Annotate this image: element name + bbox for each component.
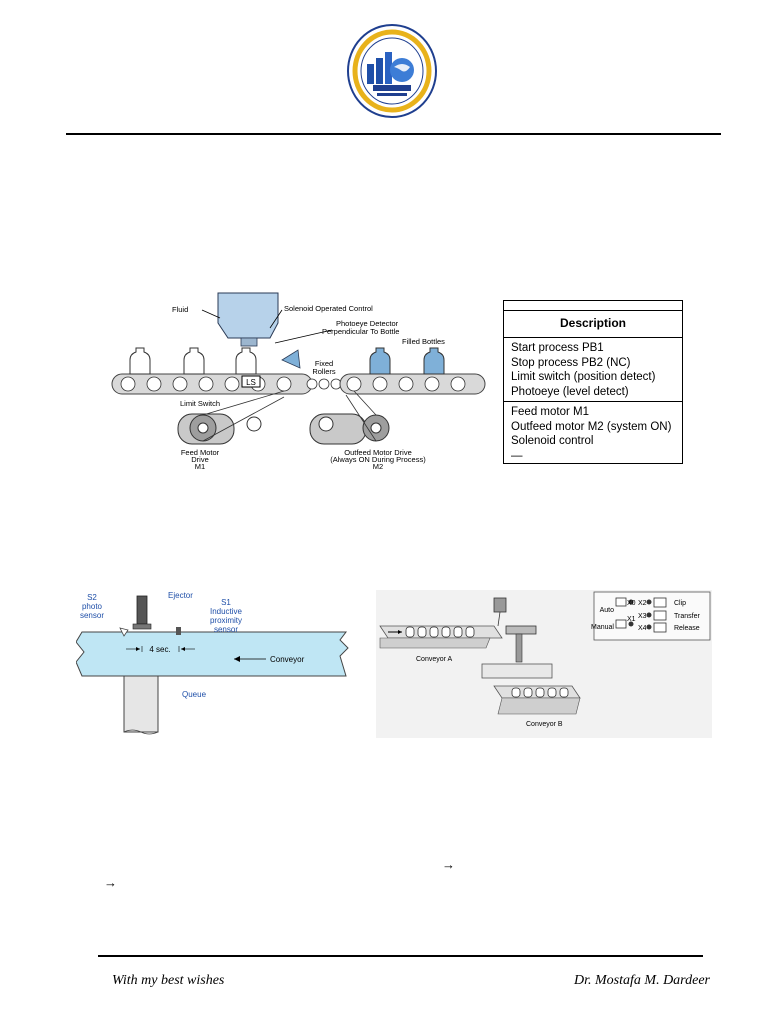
solenoid-label: Solenoid Operated Control — [284, 304, 373, 313]
bottle-filling-diagram: LS Fluid Sol — [100, 288, 490, 474]
filled-bottles-label: Filled Bottles — [402, 337, 445, 346]
release-label: Release — [674, 625, 700, 632]
delay-label: 4 sec. — [149, 645, 170, 654]
description-table: Description Start process PB1 Stop proce… — [503, 300, 683, 464]
conveyor-label: Conveyor — [270, 655, 305, 664]
x4-label: X4 — [638, 625, 647, 632]
table-row: Solenoid control — [511, 435, 594, 447]
outfeed-motor-label-3: M2 — [373, 462, 383, 471]
queue-label: Queue — [182, 690, 207, 699]
fixed-rollers-label-1: Fixed — [315, 359, 333, 368]
fixed-rollers-label-2: Rollers — [312, 367, 336, 376]
header-rule — [66, 133, 721, 135]
x1-label: X1 — [627, 616, 636, 623]
ejector-label: Ejector — [168, 591, 193, 600]
x2-label: X2 — [638, 600, 647, 607]
table-row: Feed motor M1 — [511, 406, 589, 418]
arrow-right-icon: → — [442, 857, 455, 872]
outputs-group: Feed motor M1 Outfeed motor M2 (system O… — [504, 402, 682, 465]
conveyor-transfer-diagram: Conveyor A Conveyor B Auto Manual X0 X1 … — [376, 590, 712, 738]
s1-label-1: S1 — [221, 598, 231, 607]
x0-label: X0 — [627, 600, 636, 607]
arrow-right-icon: → — [104, 875, 117, 890]
table-row: Outfeed motor M2 (system ON) — [511, 420, 672, 433]
outfeed-motor-label-1: Outfeed Motor Drive — [344, 448, 412, 457]
s1-label-2: Inductive — [210, 607, 243, 616]
fluid-label: Fluid — [172, 305, 188, 314]
table-row: Stop process PB2 (NC) — [511, 356, 631, 369]
manual-label: Manual — [591, 624, 614, 631]
footer-author: Dr. Mostafa M. Dardeer — [574, 973, 710, 988]
header-logo — [347, 24, 437, 118]
feed-motor-label-2: Drive — [191, 455, 209, 464]
limit-switch-label: Limit Switch — [180, 399, 220, 408]
feed-motor-label-1: Feed Motor — [181, 448, 220, 457]
table-row: Limit switch (position detect) — [511, 371, 656, 383]
outfeed-motor-label-2: (Always ON During Process) — [330, 455, 426, 464]
inputs-group: Start process PB1 Stop process PB2 (NC) … — [504, 338, 682, 402]
footer-rule — [98, 955, 703, 957]
table-row: — — [511, 449, 523, 462]
clip-label: Clip — [674, 600, 686, 607]
transfer-label: Transfer — [674, 613, 700, 620]
s1-label-4: sensor — [214, 625, 238, 634]
feed-motor-label-3: M1 — [195, 462, 205, 471]
footer-wishes: With my best wishes — [112, 973, 225, 988]
photoeye-label-1: Photoeye Detector — [336, 319, 399, 328]
table-row: Start process PB1 — [511, 342, 604, 354]
conveyor-b-label: Conveyor B — [526, 721, 563, 728]
conveyor-a-label: Conveyor A — [416, 656, 453, 663]
x3-label: X3 — [638, 613, 647, 620]
s2-label-3: sensor — [80, 611, 104, 620]
ejector-conveyor-diagram: S2 photo sensor Ejector S1 Inductive pro… — [75, 590, 352, 735]
table-row: Photoeye (level detect) — [511, 385, 629, 398]
s1-label-3: proximity — [210, 616, 242, 625]
s2-label-2: photo — [82, 602, 103, 611]
ls-label: LS — [246, 378, 256, 387]
university-seal-logo — [347, 24, 437, 118]
description-header: Description — [504, 310, 682, 338]
auto-label: Auto — [600, 607, 615, 614]
photoeye-label-2: Perpendicular To Bottle — [322, 327, 399, 336]
s2-label-1: S2 — [87, 593, 97, 602]
